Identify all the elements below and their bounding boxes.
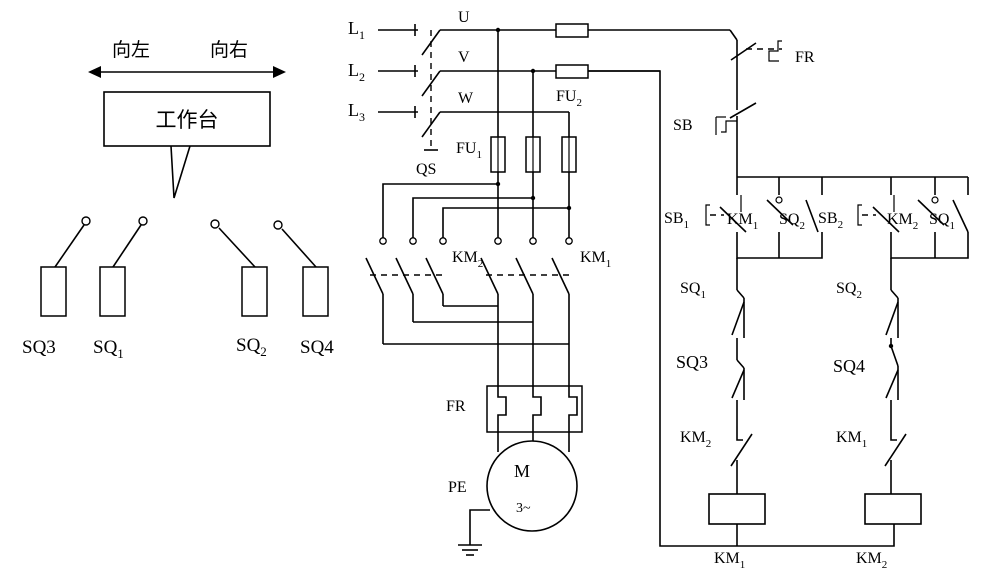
bus-w-label: W	[458, 90, 474, 107]
phase-l1-label: L1	[348, 18, 365, 42]
limit-switch-sq3	[40, 216, 91, 317]
qs-label: QS	[416, 161, 436, 178]
limit-switch-sq4	[273, 220, 329, 317]
fr-thermal-element	[768, 40, 782, 62]
sq1-parallel-contact	[952, 199, 969, 233]
qs-blade-2	[421, 70, 441, 97]
fr-control-label: FR	[795, 49, 815, 66]
km2-coil-label: KM2	[856, 550, 887, 571]
sq2-label: SQ2	[236, 335, 267, 359]
phase-l3-label: L3	[348, 100, 365, 124]
sq4-label: SQ4	[300, 337, 334, 358]
sq3-label: SQ3	[22, 337, 56, 358]
qs-blade-3	[421, 111, 441, 138]
sq2-parallel-label: SQ2	[779, 211, 805, 232]
sq1-parallel-label: SQ1	[929, 211, 955, 232]
power-circuit: L1 L2 L3 QS U V W FU2	[348, 9, 730, 556]
km1-main-contacts	[480, 257, 570, 295]
km2-coil	[864, 493, 922, 525]
right-direction-label: 向右	[210, 39, 248, 61]
control-circuit: FR SB SB1 KM1 SQ2	[588, 29, 969, 571]
fr-power-label: FR	[446, 398, 466, 415]
fu2-fuse-bottom	[555, 64, 589, 79]
km2-holding-contact	[917, 199, 945, 226]
sb1-label: SB1	[664, 210, 689, 231]
sq2-parallel-contact	[805, 199, 819, 233]
right-sq4-label: SQ4	[833, 356, 865, 376]
motor-icon	[486, 440, 578, 532]
km1-coil-label: KM1	[714, 550, 745, 571]
phase-l2-label: L2	[348, 60, 365, 84]
control-return-wire	[588, 70, 895, 547]
km2-holding-label: KM2	[887, 211, 918, 232]
fr-thermal-relay	[486, 385, 583, 433]
km1-coil	[708, 493, 766, 525]
left-direction-label: 向左	[112, 39, 150, 61]
left-sq1-label: SQ1	[680, 280, 706, 301]
left-km2-interlock-label: KM2	[680, 429, 711, 450]
left-sq3-label: SQ3	[676, 352, 708, 372]
km2-interlock-contact	[736, 426, 743, 441]
bus-u-label: U	[458, 9, 470, 26]
sq1-label: SQ1	[93, 337, 124, 361]
worktable-striker	[170, 145, 191, 199]
sb2-start-button	[872, 206, 900, 233]
sb2-label: SB2	[818, 210, 843, 231]
limit-switch-sq1	[99, 216, 148, 317]
worktable-box	[103, 91, 271, 147]
pe-label: PE	[448, 479, 467, 496]
km1-holding-label: KM1	[727, 211, 758, 232]
km1-holding-contact	[766, 199, 794, 226]
fu2-label: FU2	[556, 88, 582, 109]
km1-interlock-contact	[890, 426, 897, 441]
km2-power-label: KM2	[452, 249, 483, 270]
sq3-nc-contact	[736, 359, 745, 369]
sq4-nc-contact	[890, 345, 899, 367]
sb-label: SB	[673, 117, 693, 134]
worktable-sketch: 向左 向右 工作台 SQ3 SQ1 SQ2	[22, 39, 334, 361]
sq1-nc-contact	[736, 289, 745, 299]
right-km1-interlock-label: KM1	[836, 429, 867, 450]
motor-label: M	[514, 461, 530, 481]
km2-main-contacts	[365, 257, 445, 344]
limit-switch-sq2	[210, 219, 268, 317]
right-sq2-label: SQ2	[836, 280, 862, 301]
fu1-label: FU1	[456, 140, 482, 161]
motor-phase-label: 3~	[516, 501, 531, 516]
left-arrowhead-icon	[88, 66, 101, 78]
sb-stop-button	[721, 120, 737, 133]
bus-v-label: V	[458, 49, 470, 66]
right-arrowhead-icon	[273, 66, 286, 78]
sb1-start-button	[719, 206, 747, 233]
worktable-label: 工作台	[156, 108, 219, 132]
sq2-nc-contact	[890, 289, 899, 299]
fu2-fuse-top	[555, 23, 589, 38]
km1-power-label: KM1	[580, 249, 611, 270]
